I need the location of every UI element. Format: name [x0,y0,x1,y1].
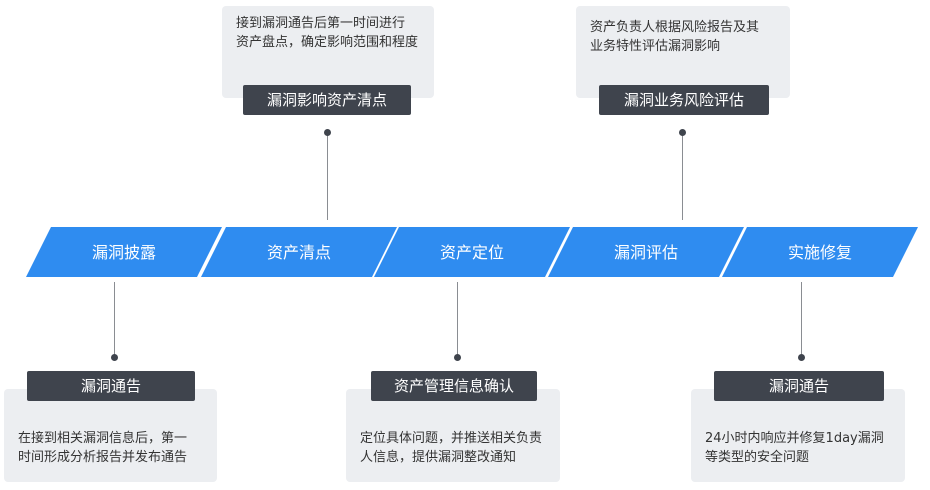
connector-dot [679,129,686,136]
connector-line [457,282,458,358]
bottom-card-disclosure: 在接到相关漏洞信息后，第一 时间形成分析报告并发布通告 [4,389,217,482]
connector-line [801,282,802,358]
stage-shape [201,227,397,277]
connector-line [682,132,683,220]
bottom-card-asset-location: 定位具体问题，并推送相关负责 人信息，提供漏洞整改通知 [346,389,560,482]
bottom-card-remediation: 24小时内响应并修复1day漏洞 等类型的安全问题 [691,389,905,482]
card-title: 漏洞通告 [714,371,884,401]
card-title: 漏洞业务风险评估 [599,85,769,115]
top-card-asset-inventory: 接到漏洞通告后第一时间进行 资产盘点，确定影响范围和程度 [222,6,434,98]
card-description: 24小时内响应并修复1day漏洞 等类型的安全问题 [705,431,884,465]
connector-dot [324,129,331,136]
card-title: 漏洞通告 [27,371,195,401]
stage-label: 资产清点 [267,243,331,262]
stage-shape [26,227,222,277]
connector-dot [111,354,118,361]
stage-label: 实施修复 [788,243,852,262]
card-title: 漏洞影响资产清点 [243,85,411,115]
card-title: 资产管理信息确认 [371,371,537,401]
card-description: 接到漏洞通告后第一时间进行 资产盘点，确定影响范围和程度 [236,16,419,50]
stage-shape [374,227,570,277]
card-description: 资产负责人根据风险报告及其 业务特性评估漏洞影响 [590,20,760,54]
card-description: 定位具体问题，并推送相关负责 人信息，提供漏洞整改通知 [360,431,543,465]
stage-shape [722,227,918,277]
card-description: 在接到相关漏洞信息后，第一 时间形成分析报告并发布通告 [18,431,188,465]
top-card-risk-evaluation: 资产负责人根据风险报告及其 业务特性评估漏洞影响 [576,6,790,98]
stage-shape [548,227,744,277]
stage-label: 资产定位 [440,243,504,262]
connector-line [114,282,115,358]
stage-label: 漏洞披露 [92,243,156,262]
connector-line [327,132,328,220]
stage-label: 漏洞评估 [614,243,678,262]
connector-dot [454,354,461,361]
connector-dot [798,354,805,361]
